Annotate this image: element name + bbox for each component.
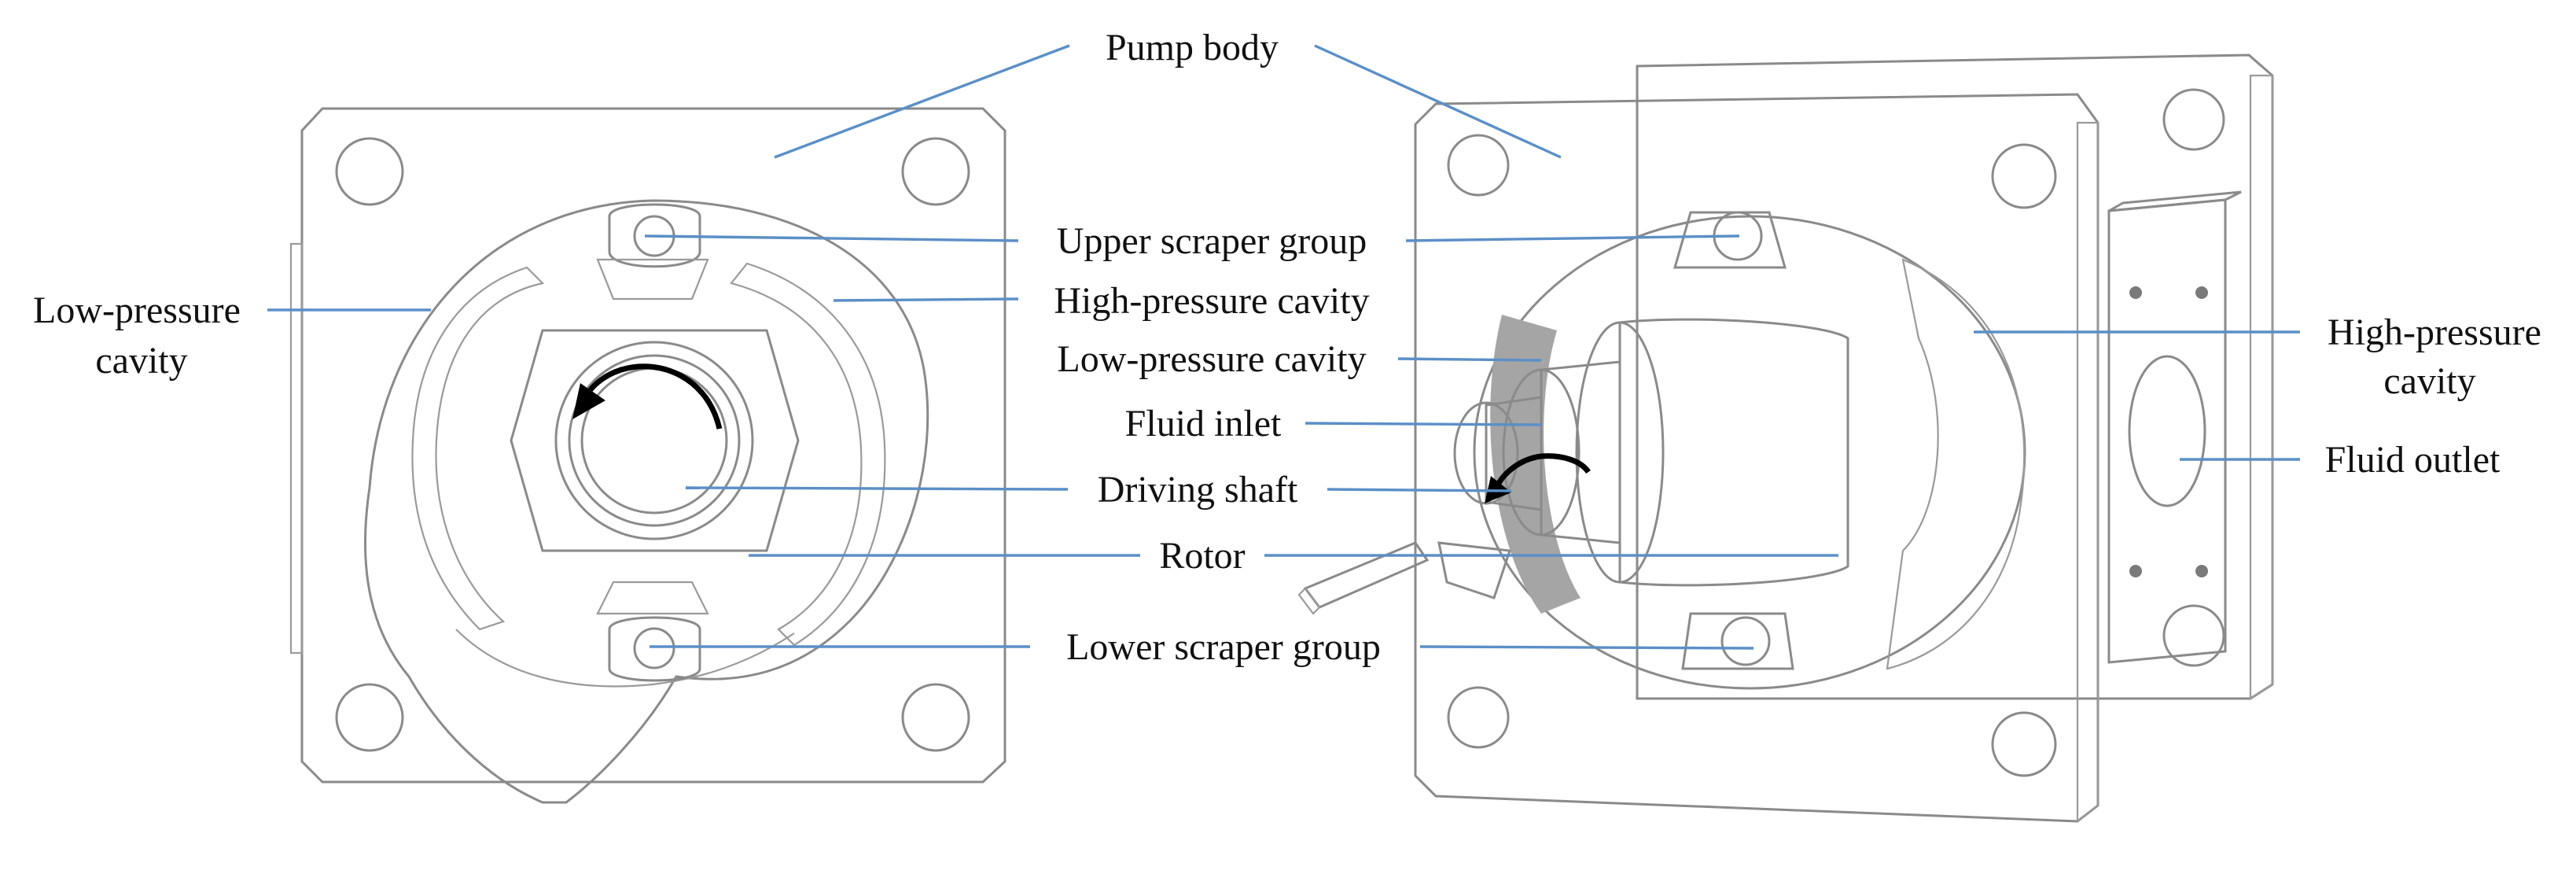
label-low-pressure-cavity-center: Low-pressure cavity: [1057, 338, 1366, 380]
label-fluid-outlet: Fluid outlet: [2325, 439, 2501, 481]
label-upper-scraper-group: Upper scraper group: [1057, 220, 1367, 262]
label-lower-scraper-group: Lower scraper group: [1066, 626, 1381, 668]
label-low-pressure-cavity-left-1: Low-pressure: [33, 289, 241, 331]
leader-pump-body-right: [1314, 44, 1562, 159]
labels: Pump body Upper scraper group High-press…: [33, 27, 2541, 668]
label-rotor: Rotor: [1159, 535, 1245, 577]
leader-lines: [267, 44, 2300, 650]
label-high-pressure-cavity-right-2: cavity: [2383, 360, 2475, 402]
label-high-pressure-cavity-right-1: High-pressure: [2328, 312, 2541, 353]
leader-low-pressure-center: [1397, 357, 1542, 362]
leader-upper-scraper-right: [1405, 234, 1740, 242]
leader-upper-scraper-left: [644, 234, 1019, 242]
leader-driving-shaft-left: [685, 486, 1069, 491]
leader-pump-body-left: [774, 44, 1070, 159]
label-pump-body: Pump body: [1106, 27, 1279, 68]
isometric-view-drawing: [1297, 53, 2274, 824]
label-low-pressure-cavity-left-2: cavity: [95, 340, 187, 382]
front-view-drawing: [289, 107, 1006, 804]
leader-high-pressure-left: [833, 297, 1019, 302]
label-fluid-inlet: Fluid inlet: [1125, 403, 1282, 444]
leader-driving-shaft-right: [1327, 488, 1512, 492]
leader-lower-scraper-right: [1419, 645, 1754, 650]
label-driving-shaft: Driving shaft: [1098, 469, 1298, 511]
leader-fluid-inlet: [1305, 422, 1542, 426]
label-high-pressure-cavity-center: High-pressure cavity: [1054, 280, 1369, 322]
